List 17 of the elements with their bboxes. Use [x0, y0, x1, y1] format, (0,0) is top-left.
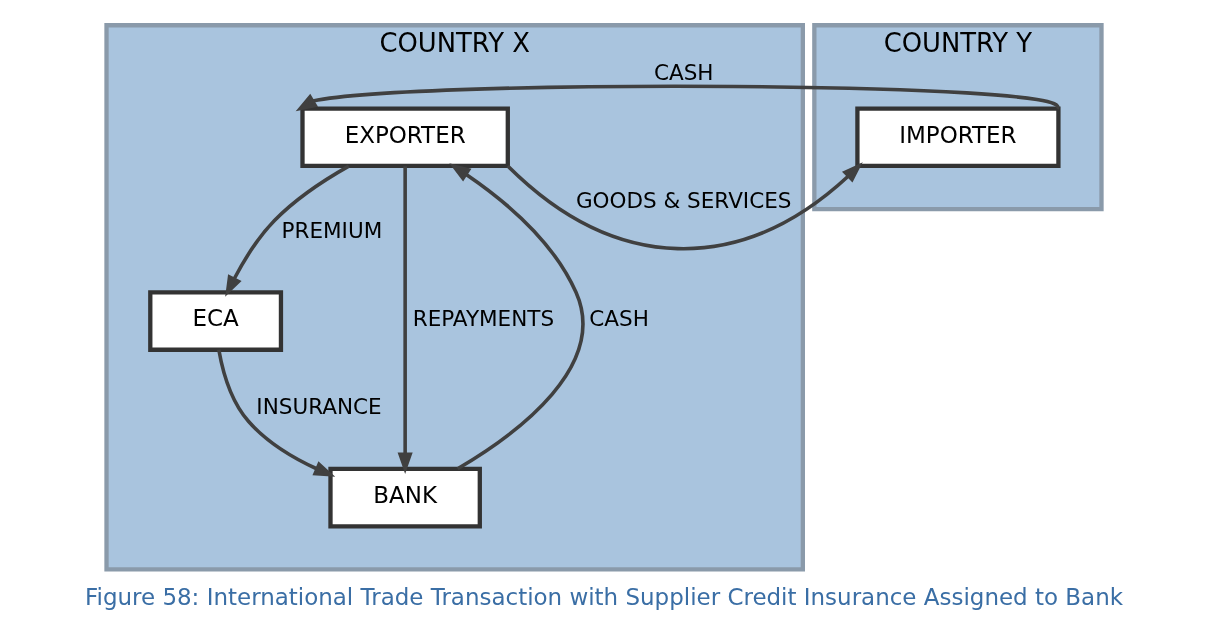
edge-label: GOODS & SERVICES — [575, 187, 791, 213]
node-box: IMPORTER — [854, 106, 1061, 169]
arrow — [295, 84, 1058, 112]
edge-label: REPAYMENTS — [412, 306, 554, 332]
edge-label: INSURANCE — [255, 394, 382, 420]
edge-label: CASH — [588, 306, 649, 332]
arrow — [224, 164, 350, 297]
arrow — [216, 349, 335, 477]
arrow — [506, 162, 863, 251]
node-box: EXPORTER — [299, 106, 510, 169]
arrow — [397, 166, 413, 475]
edge-label: PREMIUM — [281, 217, 382, 243]
node-box: BANK — [327, 466, 482, 529]
node-box: ECA — [147, 290, 283, 352]
caption: Figure 58: International Trade Transaction with Supplier Credit Insurance Assigned to Bank — [84, 584, 1123, 611]
arrow — [448, 163, 585, 471]
edge-label: CASH — [653, 59, 713, 85]
